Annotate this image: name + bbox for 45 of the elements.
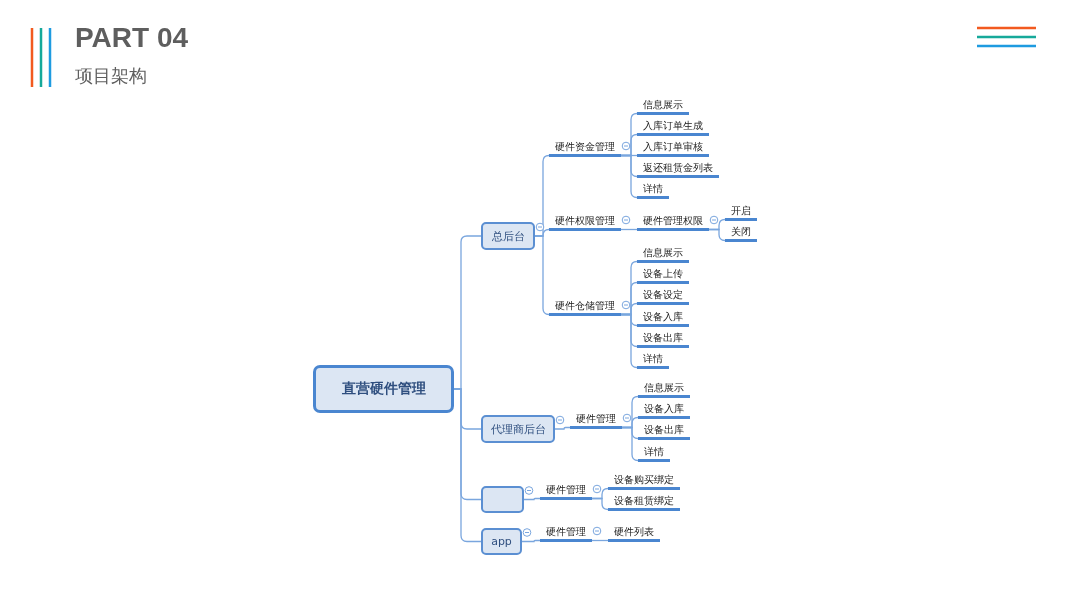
connector-line bbox=[453, 388, 482, 543]
subtopic-label: 硬件管理权限 bbox=[637, 214, 709, 231]
subtopic-label: 详情 bbox=[637, 182, 669, 199]
subtopic-label: 设备入库 bbox=[637, 310, 689, 327]
connector-line bbox=[620, 228, 638, 231]
connector-line bbox=[621, 426, 639, 462]
subtopic-label: 详情 bbox=[637, 352, 669, 369]
connector-line bbox=[620, 313, 638, 369]
subtopic-label: 关闭 bbox=[725, 225, 757, 242]
subtopic-label: 硬件管理 bbox=[540, 525, 592, 542]
subtopic-label: 硬件权限管理 bbox=[549, 214, 621, 231]
root-topic-box: 直营硬件管理 bbox=[313, 365, 454, 413]
subtopic-label: 硬件仓储管理 bbox=[549, 299, 621, 316]
connector-line bbox=[620, 154, 638, 199]
connector-line bbox=[708, 228, 726, 242]
slide-heading: PART 04 bbox=[75, 22, 189, 54]
subtopic-label: 设备租赁绑定 bbox=[608, 494, 680, 511]
topic-box: 总后台 bbox=[481, 222, 535, 250]
connector-line bbox=[591, 497, 609, 511]
subtopic-label: 信息展示 bbox=[637, 98, 689, 115]
topic-box bbox=[481, 486, 524, 513]
subtopic-label: 信息展示 bbox=[638, 381, 690, 398]
connector-line bbox=[591, 539, 609, 542]
subtopic-label: 设备出库 bbox=[638, 423, 690, 440]
subtopic-label: 硬件管理 bbox=[570, 412, 622, 429]
connector-line bbox=[554, 426, 571, 430]
subtopic-label: 硬件列表 bbox=[608, 525, 660, 542]
subtopic-label: 设备购买绑定 bbox=[608, 473, 680, 490]
topic-box: app bbox=[481, 528, 522, 555]
connector-line bbox=[534, 235, 550, 316]
subtopic-label: 设备设定 bbox=[637, 288, 689, 305]
subtopic-label: 返还租赁金列表 bbox=[637, 161, 719, 178]
subtopic-label: 设备出库 bbox=[637, 331, 689, 348]
subtopic-label: 硬件资金管理 bbox=[549, 140, 621, 157]
subtopic-label: 开启 bbox=[725, 204, 757, 221]
slide-subheading: 项目架构 bbox=[75, 64, 147, 88]
subtopic-label: 信息展示 bbox=[637, 246, 689, 263]
subtopic-label: 入库订单生成 bbox=[637, 119, 709, 136]
subtopic-label: 设备入库 bbox=[638, 402, 690, 419]
connector-line bbox=[521, 539, 541, 543]
subtopic-label: 入库订单审核 bbox=[637, 140, 709, 157]
topic-box: 代理商后台 bbox=[481, 415, 555, 443]
subtopic-label: 设备上传 bbox=[637, 267, 689, 284]
subtopic-label: 硬件管理 bbox=[540, 483, 592, 500]
subtopic-label: 详情 bbox=[638, 445, 670, 462]
